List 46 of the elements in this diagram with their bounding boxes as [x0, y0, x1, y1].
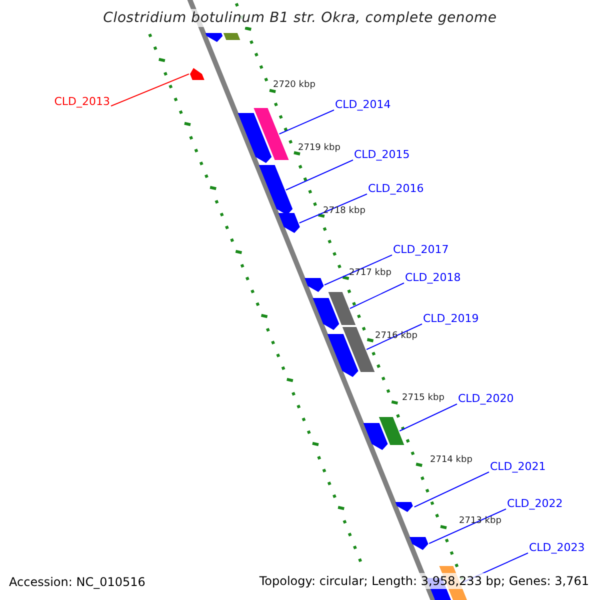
gene-block: [378, 417, 404, 445]
tick-label: 2715 kbp: [402, 392, 444, 405]
gene-block: [190, 68, 204, 80]
gene-block: [238, 113, 272, 163]
tick-label: 2717 kbp: [349, 267, 392, 280]
accession-text: Accession: NC_010516: [9, 575, 146, 589]
gene-block: [223, 33, 240, 40]
gene-block: [304, 278, 324, 292]
leader-line: [366, 324, 422, 350]
tick-label: 2719 kbp: [298, 142, 340, 155]
gene-block: [327, 334, 358, 377]
gene-label: CLD_2021: [490, 460, 546, 474]
tick-label: 2718 kbp: [323, 205, 366, 218]
gene-label: CLD_2019: [423, 312, 479, 326]
gene-block: [410, 537, 428, 550]
gene-label: CLD_2023: [529, 541, 585, 555]
leader-line: [285, 160, 354, 190]
gene-label: CLD_2015: [354, 148, 410, 162]
gene-block: [254, 108, 289, 160]
leader-line: [324, 254, 392, 286]
gene-block: [363, 423, 388, 450]
gene-block: [342, 327, 375, 372]
tick-label: 2713 kbp: [459, 515, 502, 528]
gene-block: [395, 502, 413, 512]
leader-line: [110, 74, 190, 106]
gene-block: [258, 165, 293, 215]
tick-label: 2714 kbp: [430, 454, 472, 467]
leader-line: [428, 508, 506, 544]
gene-label: CLD_2018: [405, 271, 461, 285]
gene-block: [205, 33, 223, 42]
gene-label: CLD_2016: [368, 182, 424, 196]
leader-line: [278, 110, 334, 134]
gene-label: CLD_2014: [335, 98, 391, 112]
gene-label: CLD_2013: [54, 95, 110, 109]
gene-block: [278, 213, 300, 233]
leader-line: [298, 194, 368, 224]
gene-block: [312, 298, 340, 330]
gene-label: CLD_2022: [507, 497, 563, 511]
gene-label: CLD_2017: [393, 243, 449, 257]
leader-line: [399, 404, 458, 432]
tick-label: 2720 kbp: [273, 79, 316, 92]
genome-info-text: Topology: circular; Length: 3,958,233 bp; Genes: 3,761: [257, 573, 591, 589]
gene-block: [328, 292, 356, 325]
gene-label: CLD_2020: [458, 392, 514, 406]
leader-line: [414, 472, 490, 508]
tick-label: 2716 kbp: [375, 330, 418, 343]
